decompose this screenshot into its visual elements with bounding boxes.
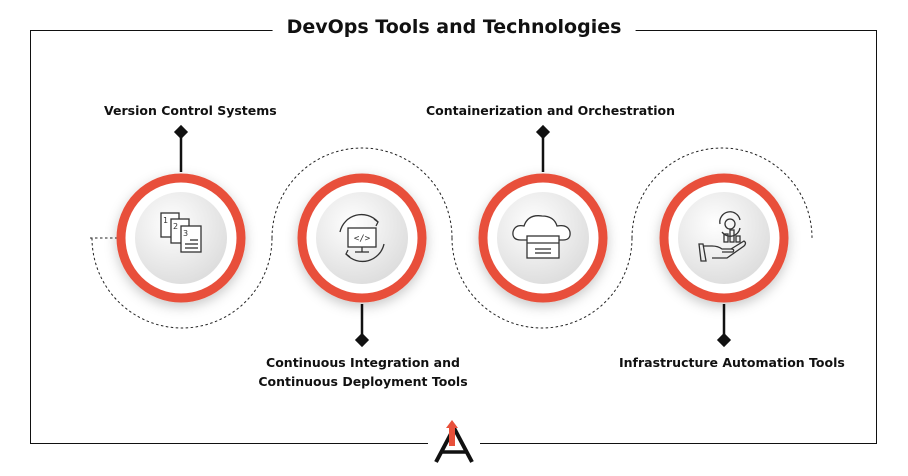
- cloud-container-icon: [512, 215, 571, 259]
- stem-containerization: [535, 124, 551, 172]
- label-containerization: Containerization and Orchestration: [426, 103, 675, 118]
- logo-icon: [434, 420, 474, 463]
- node-ci-cd: </>: [297, 173, 427, 303]
- label-ci-cd: Continuous Integration and Continuous De…: [252, 353, 474, 391]
- hand-gear-chart-icon: [698, 211, 747, 262]
- node-version-control: 1 2 3: [116, 173, 246, 303]
- stem-ci-cd: [354, 304, 370, 348]
- svg-text:</>: </>: [354, 234, 371, 244]
- page-title: DevOps Tools and Technologies: [272, 10, 636, 44]
- numbered-documents-icon: 1 2 3: [160, 212, 202, 253]
- svg-text:1: 1: [163, 216, 168, 225]
- brand-logo: [428, 418, 480, 468]
- node-infrastructure: [659, 173, 789, 303]
- svg-text:2: 2: [173, 222, 178, 231]
- svg-text:3: 3: [183, 229, 188, 238]
- label-version-control: Version Control Systems: [104, 103, 277, 118]
- label-infrastructure: Infrastructure Automation Tools: [619, 355, 845, 370]
- label-ci-cd-line2: Continuous Deployment Tools: [258, 374, 468, 389]
- label-ci-cd-line1: Continuous Integration and: [266, 355, 460, 370]
- stem-infrastructure: [716, 304, 732, 348]
- node-containerization: [478, 173, 608, 303]
- dashed-wave-connector: [90, 147, 813, 329]
- stem-version-control: [173, 124, 189, 172]
- code-monitor-sync-icon: </>: [339, 213, 385, 263]
